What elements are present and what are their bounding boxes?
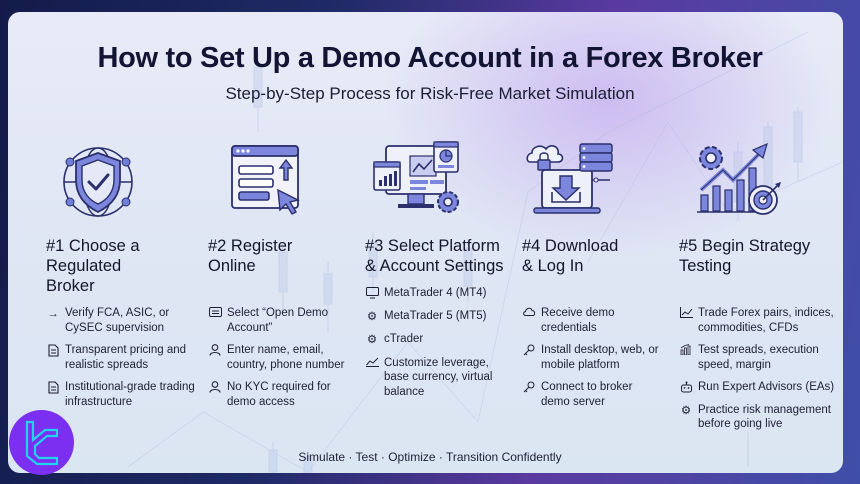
list-item: Transparent pricing and realistic spread… <box>46 343 196 372</box>
step-heading: #3 Select Platform & Account Settings <box>365 237 504 275</box>
user-icon <box>208 380 222 393</box>
cloud-download-server-icon <box>524 140 614 220</box>
gear-icon: ⚙ <box>366 310 378 323</box>
list-item: MetaTrader 4 (MT4) <box>365 286 515 301</box>
step-1: #1 Choose a Regulated Broker →Verify FCA… <box>46 236 196 417</box>
list-item: ⚙MetaTrader 5 (MT5) <box>366 309 487 323</box>
keyboard-icon <box>208 306 222 317</box>
user-icon <box>208 343 222 356</box>
dashboard-settings-icon <box>372 140 462 220</box>
list-item: Connect to broker demo server <box>522 380 662 409</box>
list-item: Customize leverage, base currency, virtu… <box>365 356 515 400</box>
brand-logo <box>9 410 74 475</box>
list-item: ⚙Practice risk management before going l… <box>680 403 831 431</box>
cloud-icon <box>522 306 536 316</box>
list-item: Select “Open Demo Account” <box>208 306 358 335</box>
key-icon <box>522 380 536 393</box>
gear-icon: ⚙ <box>680 404 692 417</box>
list-item: Institutional-grade trading infrastructu… <box>46 380 196 409</box>
line-chart-icon <box>679 306 693 318</box>
page-subtitle: Step-by-Step Process for Risk-Free Marke… <box>225 84 635 103</box>
gear-icon: ⚙ <box>366 334 378 346</box>
trend-icon <box>365 356 379 367</box>
arrow-right-icon: → <box>47 308 59 320</box>
document-icon <box>46 380 60 394</box>
growth-target-icon <box>695 140 785 220</box>
bar-chart-icon <box>679 343 693 355</box>
step-heading: #1 Choose a Regulated Broker <box>46 237 140 295</box>
key-icon <box>522 343 536 356</box>
list-item: →Verify FCA, ASIC, or CySEC supervision <box>47 307 170 334</box>
step-3: #3 Select Platform & Account Settings Me… <box>365 236 515 407</box>
step-4: #4 Download & Log In Receive demo creden… <box>522 236 662 417</box>
document-icon <box>46 343 60 357</box>
list-item: Install desktop, web, or mobile platform <box>522 343 662 372</box>
step-5: #5 Begin Strategy Testing Trade Forex pa… <box>679 236 839 440</box>
shield-globe-icon <box>58 140 148 220</box>
step-heading: #4 Download & Log In <box>522 237 619 275</box>
list-item: Enter name, email, country, phone number <box>208 343 358 372</box>
form-upload-cursor-icon <box>228 140 318 220</box>
monitor-icon <box>365 286 379 299</box>
step-2: #2 Register Online Select “Open Demo Acc… <box>208 236 358 417</box>
page-title: How to Set Up a Demo Account in a Forex … <box>97 42 763 74</box>
list-item: Test spreads, execution speed, margin <box>679 343 839 372</box>
list-item: Receive demo credentials <box>522 306 662 335</box>
step-heading: #5 Begin Strategy Testing <box>679 237 811 275</box>
list-item: ⚙cTrader <box>366 333 424 346</box>
footer-tagline: Simulate · Test · Optimize · Transition … <box>298 450 562 464</box>
list-item: No KYC required for demo access <box>208 380 358 409</box>
list-item: Run Expert Advisors (EAs) <box>679 380 839 395</box>
robot-icon <box>679 380 693 393</box>
list-item: Trade Forex pairs, indices, commodities,… <box>679 306 839 335</box>
step-heading: #2 Register Online <box>208 237 293 275</box>
